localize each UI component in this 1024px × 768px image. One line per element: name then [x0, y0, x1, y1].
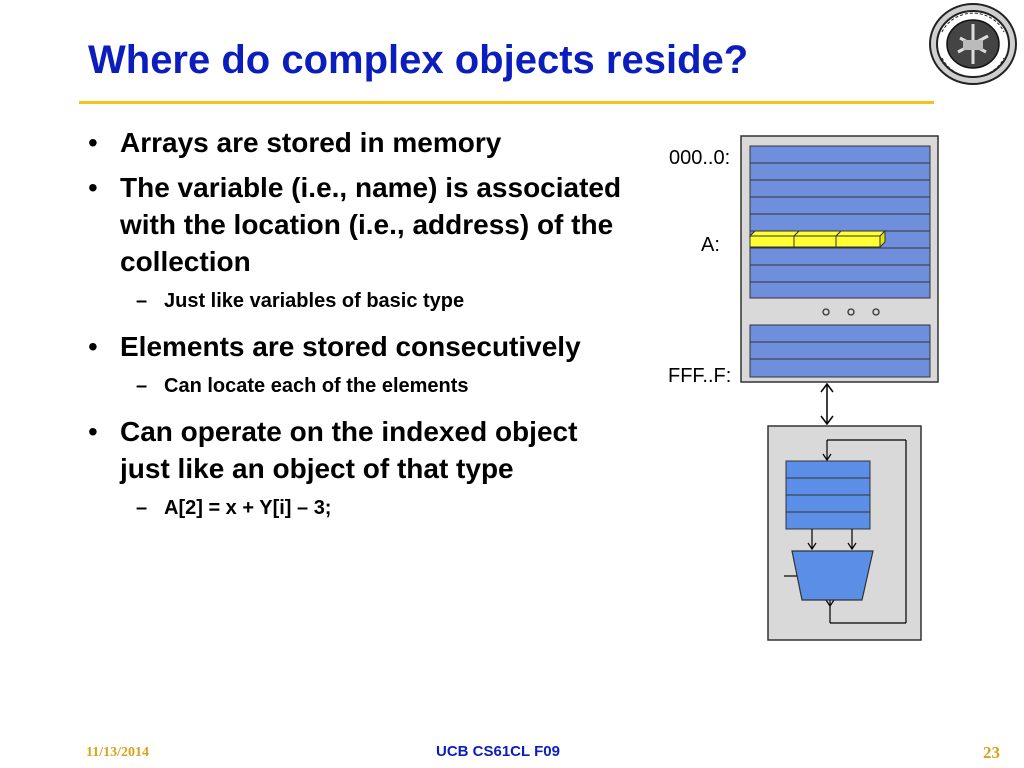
bullet-item: • Elements are stored consecutively	[88, 328, 628, 365]
bullet-dot: •	[88, 172, 98, 203]
bullet-text: Arrays are stored in memory	[120, 127, 502, 158]
bullet-item: • Can operate on the indexed object just…	[88, 413, 628, 487]
sub-bullet-dash: –	[136, 375, 148, 397]
processor-wires	[784, 439, 907, 624]
footer-date: 11/13/2014	[86, 745, 150, 760]
processor-panel	[767, 425, 922, 641]
sub-bullet-item: – Can locate each of the elements	[136, 373, 628, 399]
slide-title: Where do complex objects reside?	[88, 38, 749, 82]
memory-start-label: 000..0:	[669, 147, 730, 169]
array-element	[879, 229, 886, 249]
footer-page-number: 23	[983, 743, 1000, 762]
array-address-label: A:	[701, 234, 720, 256]
array-element	[834, 230, 887, 237]
memory-lower-block	[749, 324, 931, 378]
title-underline	[79, 101, 934, 104]
bullet-list: • Arrays are stored in memory • The vari…	[88, 124, 628, 535]
memory-end-label: FFF..F:	[668, 365, 731, 387]
array-element	[748, 230, 801, 237]
bullet-text: The variable (i.e., name) is associated …	[120, 172, 622, 277]
bullet-item: • The variable (i.e., name) is associate…	[88, 169, 628, 280]
bullet-dot: •	[88, 127, 98, 158]
bullet-text: Elements are stored consecutively	[120, 331, 581, 362]
bullet-text: Can operate on the indexed object just l…	[120, 416, 578, 484]
alu-shape	[791, 550, 874, 601]
sub-bullet-text: A[2] = x + Y[i] – 3;	[164, 497, 332, 519]
memory-panel	[740, 135, 939, 383]
array-element	[835, 235, 881, 248]
bullet-dot: •	[88, 416, 98, 447]
sub-bullet-dash: –	[136, 497, 148, 519]
footer-course: UCB CS61CL F09	[436, 743, 560, 760]
sub-bullet-text: Can locate each of the elements	[164, 375, 469, 397]
memory-upper-block	[749, 145, 931, 299]
university-seal-icon	[929, 3, 1017, 85]
memory-bus-arrow	[820, 382, 834, 426]
sub-bullet-item: – Just like variables of basic type	[136, 288, 628, 314]
memory-ellipsis	[822, 308, 880, 316]
register-file	[785, 460, 871, 530]
array-elements	[748, 229, 887, 249]
sub-bullet-item: – A[2] = x + Y[i] – 3;	[136, 495, 628, 521]
bullet-item: • Arrays are stored in memory	[88, 124, 628, 161]
sub-bullet-text: Just like variables of basic type	[164, 290, 465, 312]
sub-bullet-dash: –	[136, 290, 148, 312]
array-element	[749, 235, 795, 248]
array-element	[793, 235, 837, 248]
array-element	[792, 230, 843, 237]
bullet-dot: •	[88, 331, 98, 362]
